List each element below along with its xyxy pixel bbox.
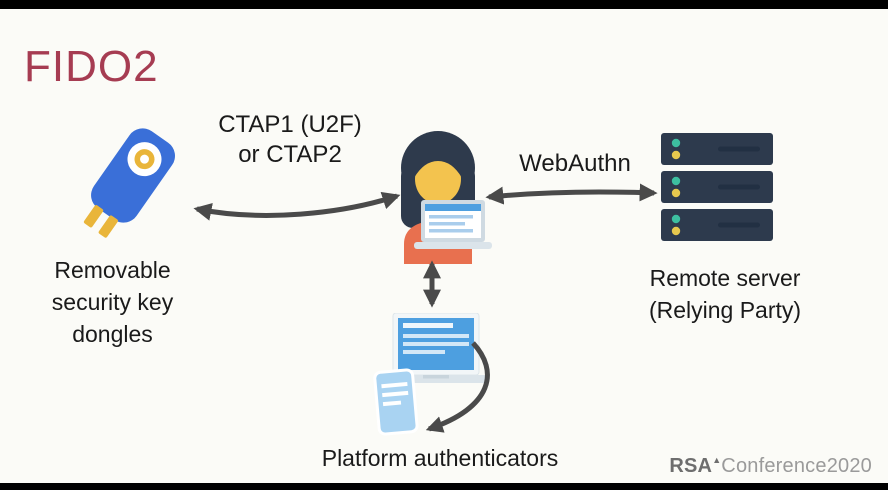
webauthn-label: WebAuthn [519,150,631,177]
usb-security-key-icon [83,128,176,238]
brand-year: 2020 [826,455,872,477]
server-unit [661,171,773,203]
key-disc-center [140,154,150,164]
status-dot-teal [671,176,681,186]
curved-arrow-icon [425,341,490,433]
server-stack-icon [661,133,773,241]
status-dot-teal [671,214,681,224]
laptop-and-phone-icon [373,313,490,436]
ctap-line-2: or CTAP2 [238,141,342,168]
platform-authenticators-label: Platform authenticators [321,445,559,471]
status-dot-yellow [671,226,681,236]
server-unit [661,133,773,165]
ctap-label: CTAP1 (U2F) or CTAP2 [175,110,405,170]
person-face [415,154,461,204]
platform-laptop [383,313,489,383]
letterbox-top [0,0,888,9]
rsa-conference-logo: RSA▲Conference2020 [669,455,872,478]
key-prong-left [83,205,104,228]
slide-title: FIDO2 [24,42,159,91]
letterbox-bottom [0,483,888,490]
brand-rsa: RSA [669,455,713,477]
ctap-line-1: CTAP1 (U2F) [218,111,362,138]
status-dot-yellow [671,150,681,160]
security-key-label: Removable security key dongles [51,257,174,347]
ctap-double-arrow [193,191,401,221]
status-dot-yellow [671,188,681,198]
server-unit [661,209,773,241]
brand-conference: Conference [721,455,827,477]
key-prong-right [98,215,118,238]
person-laptop [414,200,492,249]
rsa-wedge-icon: ▲ [712,455,722,465]
person-bangs [413,149,463,178]
person-with-laptop-icon [401,131,492,264]
remote-server-label: Remote server (Relying Party) [648,265,802,323]
platform-phone [373,368,419,436]
status-dot-teal [671,138,681,148]
